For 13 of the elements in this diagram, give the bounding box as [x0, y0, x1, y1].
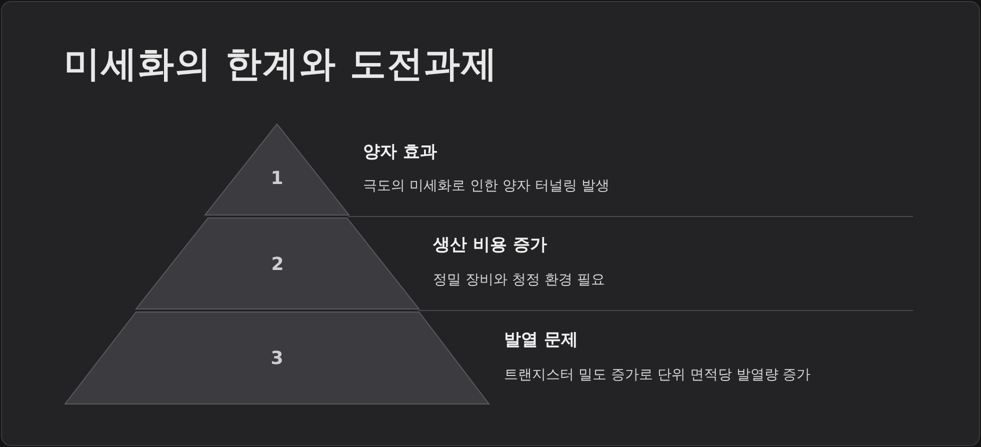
- title: 미세화의 한계와 도전과제: [64, 43, 498, 87]
- tier-heading: 양자 효과: [363, 141, 437, 163]
- tier-number: 3: [270, 348, 284, 369]
- pyramid-trapezoid-tier: [65, 312, 489, 404]
- tier-description: 트랜지스터 밀도 증가로 단위 면적당 발열량 증가: [504, 366, 811, 384]
- pyramid-trapezoid-tier: [136, 218, 419, 309]
- tier-description: 정밀 장비와 청정 환경 필요: [433, 271, 605, 289]
- tier-heading: 발열 문제: [504, 329, 578, 351]
- tier-description: 극도의 미세화로 인한 양자 터널링 발생: [363, 177, 610, 195]
- tier-heading: 생산 비용 증가: [433, 234, 547, 256]
- tier-number: 1: [270, 168, 284, 189]
- tier-number: 2: [270, 254, 285, 275]
- pyramid-triangle-tier: [205, 124, 349, 215]
